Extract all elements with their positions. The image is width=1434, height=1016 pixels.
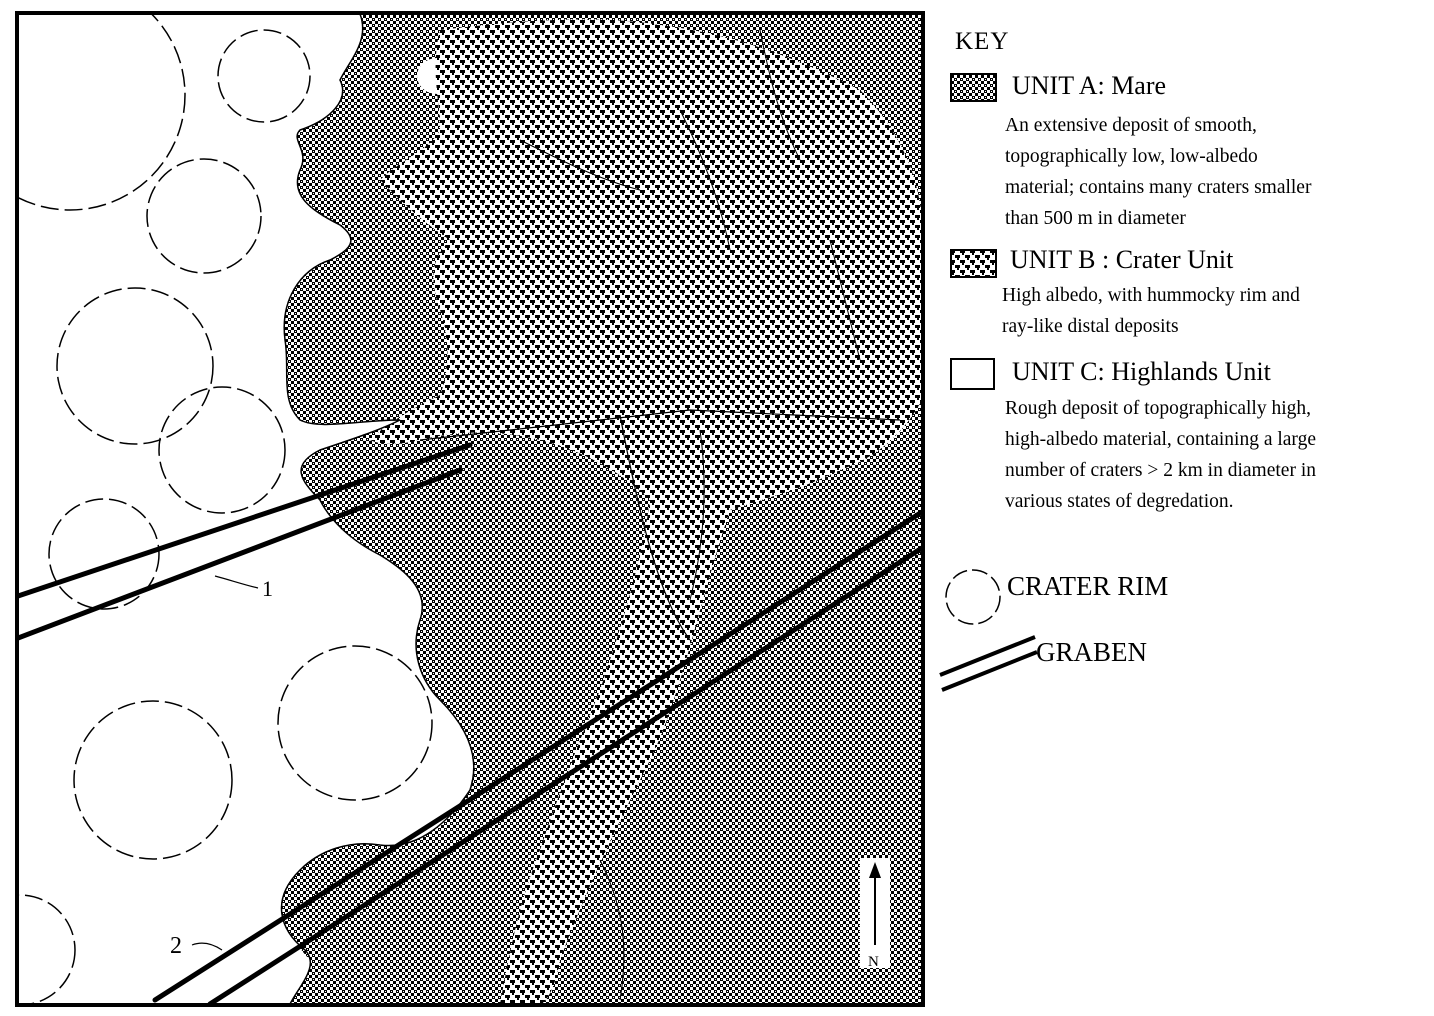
graben-label: GRABEN [1036,637,1148,667]
graben-2-label: 2 [170,933,182,959]
crater-rim-icon [945,569,1001,625]
unit-b-title: UNIT B : Crater Unit [1010,245,1234,274]
north-label: N [868,954,879,970]
graben-icon [939,635,1038,692]
unit-c-desc-line: Rough deposit of topographically high, [1005,398,1312,419]
unit-a-desc-line: An extensive deposit of smooth, [1005,115,1257,136]
unit-c-title: UNIT C: Highlands Unit [1012,357,1271,386]
graben-1 [18,442,473,641]
unit-b-region [370,19,922,1004]
crater-rims [18,14,433,1004]
unit-a-desc-line: topographically low, low-albedo [1005,146,1258,167]
unit-b-desc-line: ray-like distal deposits [1002,316,1179,337]
unit-a-swatch [950,73,997,102]
unit-a-description: An extensive deposit of smooth, topograp… [1005,110,1311,234]
unit-a-desc-line: material; contains many craters smaller [1005,177,1312,198]
unit-a-title: UNIT A: Mare [1012,71,1167,100]
unit-b-description: High albedo, with hummocky rim and ray-l… [1002,280,1300,342]
graben-1-label: 1 [262,576,273,601]
unit-c-desc-line: number of craters > 2 km in diameter in [1005,460,1316,481]
north-arrow [860,858,890,968]
unit-a-desc-line: than 500 m in diameter [1005,208,1186,229]
unit-c-desc-line: various states of degredation. [1005,491,1234,512]
unit-c-desc-line: high-albedo material, containing a large [1005,429,1316,450]
graben-2 [152,509,922,1004]
unit-c-description: Rough deposit of topographically high, h… [1005,393,1316,517]
key-title: KEY [955,28,1010,55]
unit-b-desc-line: High albedo, with hummocky rim and [1002,285,1300,306]
unit-b-swatch [950,249,997,278]
unit-c-swatch [950,358,995,390]
map-frame [15,11,925,1007]
crater-rim-label: CRATER RIM [1007,571,1169,601]
